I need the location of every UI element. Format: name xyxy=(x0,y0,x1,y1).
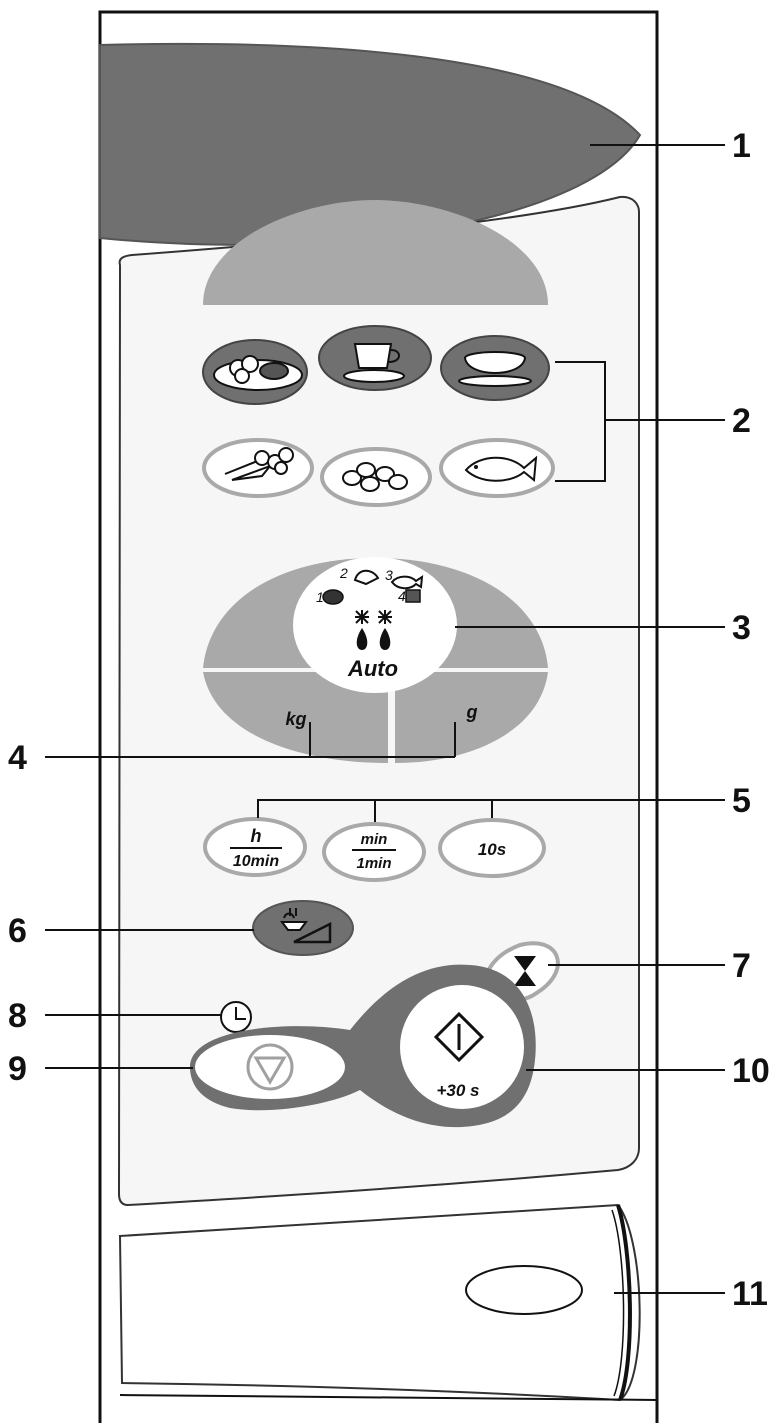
door-release-panel xyxy=(118,1203,658,1402)
minutes-label: min xyxy=(361,831,388,848)
leader-lines xyxy=(45,144,725,1294)
clock-indicator xyxy=(220,1001,252,1033)
auto-food-number-2: 2 xyxy=(339,565,348,581)
callout-10: 10 xyxy=(732,1052,770,1090)
grill-combi-icon xyxy=(280,908,332,944)
fish-icon xyxy=(464,455,538,482)
callout-4: 4 xyxy=(8,739,27,777)
defrost-drops-icon xyxy=(355,610,392,650)
coffee-cup-icon xyxy=(343,343,405,383)
door-release-button[interactable] xyxy=(465,1265,583,1315)
callout-6: 6 xyxy=(8,912,27,950)
callout-3: 3 xyxy=(732,609,751,647)
preset-button-soup[interactable] xyxy=(440,335,550,401)
preset-button-beverage[interactable] xyxy=(318,325,432,391)
hourglass-icon xyxy=(514,956,536,986)
stop-icon xyxy=(246,1043,294,1091)
weight-button-kg[interactable] xyxy=(203,672,388,763)
callout-9: 9 xyxy=(8,1050,27,1088)
callout-2: 2 xyxy=(732,402,751,440)
auto-dial: 1 2 3 4 Auto kg g xyxy=(203,200,548,763)
minutes-step-label: 1min xyxy=(356,855,391,872)
meat-icon xyxy=(322,589,344,605)
callout-1: 1 xyxy=(732,127,751,165)
hours-step-label: 10min xyxy=(233,853,279,870)
callout-8: 8 xyxy=(8,997,27,1035)
soup-bowl-icon xyxy=(458,351,532,387)
vegetables-icon xyxy=(224,447,294,481)
stop-start-cluster: +30 s xyxy=(190,964,536,1128)
plated-meal-icon xyxy=(213,355,303,391)
stop-button[interactable] xyxy=(195,1035,345,1099)
auto-dial-top[interactable] xyxy=(203,200,548,305)
poultry-icon xyxy=(353,569,380,586)
bread-icon xyxy=(405,589,421,603)
time-button-minutes[interactable]: min 1min xyxy=(322,822,426,882)
potatoes-icon xyxy=(342,462,408,492)
callout-11: 11 xyxy=(732,1275,768,1313)
callout-5: 5 xyxy=(732,782,751,820)
weight-button-g[interactable] xyxy=(395,672,548,763)
seconds-label: 10s xyxy=(478,840,506,859)
weight-label-kg: kg xyxy=(285,709,306,729)
callout-numbers: 1 2 3 4 5 6 7 8 9 10 11 xyxy=(8,127,770,1313)
preset-button-vegetables[interactable] xyxy=(202,438,314,498)
start-icon xyxy=(433,1011,485,1063)
grill-combi-button[interactable] xyxy=(252,900,354,956)
preset-button-potatoes[interactable] xyxy=(320,447,432,507)
time-button-hours[interactable]: h 10min xyxy=(203,817,307,877)
display-window xyxy=(99,42,642,247)
hours-label: h xyxy=(251,826,262,846)
preset-button-plated-meal[interactable] xyxy=(202,339,308,405)
weight-label-g: g xyxy=(466,702,478,722)
preset-button-fish[interactable] xyxy=(439,438,555,498)
auto-food-number-3: 3 xyxy=(385,567,393,583)
start-label: +30 s xyxy=(436,1081,479,1100)
auto-food-number-1: 1 xyxy=(316,589,324,605)
start-button[interactable]: +30 s xyxy=(400,985,524,1109)
callout-7: 7 xyxy=(732,947,751,985)
auto-food-number-4: 4 xyxy=(398,588,406,604)
auto-fish-icon xyxy=(390,574,424,590)
time-button-seconds[interactable]: 10s xyxy=(438,818,546,878)
auto-label: Auto xyxy=(347,656,398,681)
